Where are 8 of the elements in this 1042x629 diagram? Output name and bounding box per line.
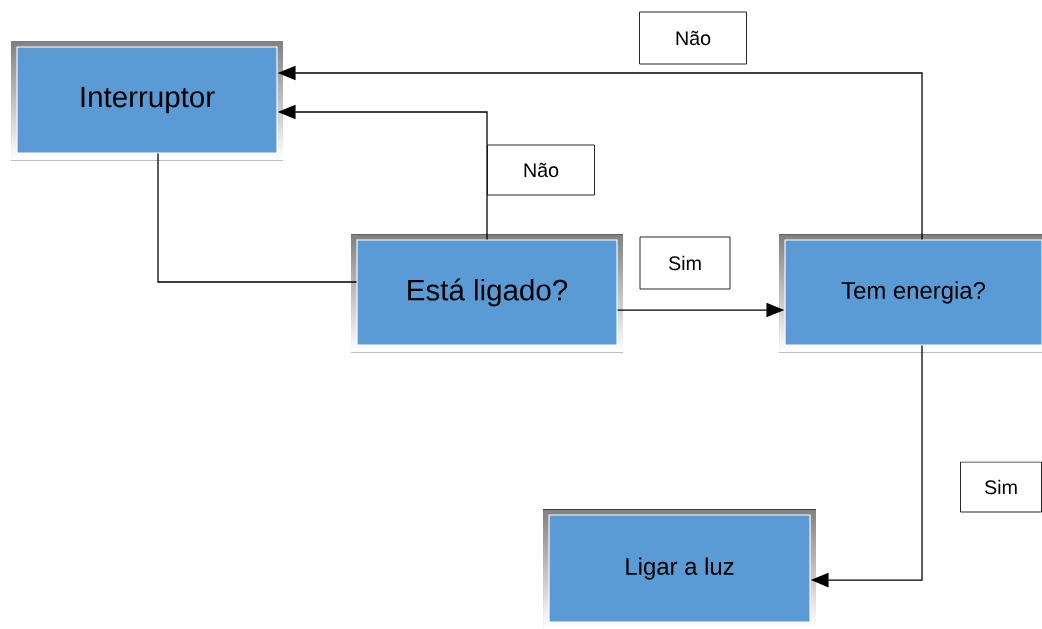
edge-label: Sim (639, 236, 731, 290)
edge-label: Não (639, 11, 747, 65)
process-box: Ligar a luz (543, 509, 816, 629)
process-box: Tem energia? (779, 234, 1042, 353)
process-box: Interruptor (11, 41, 283, 161)
edge-label: Sim (960, 461, 1042, 513)
edge-label: Não (487, 144, 595, 196)
process-box: Está ligado? (351, 234, 623, 353)
